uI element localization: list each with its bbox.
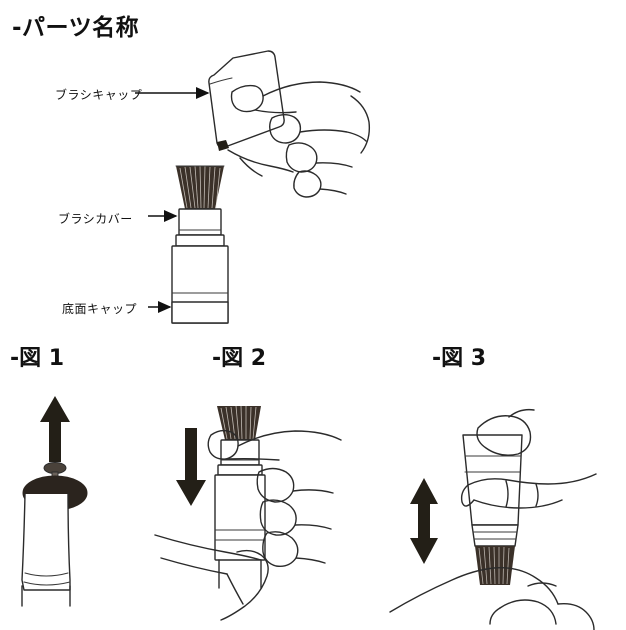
bottom-cap-icon: [171, 301, 229, 324]
arrow-up-down-icon: [410, 478, 438, 564]
figure-caption-1: -図 1: [10, 346, 65, 371]
brush-cover-icon: [471, 524, 519, 547]
arrow-down-icon: [176, 428, 206, 506]
figure-2-illustration: [154, 405, 342, 621]
figure-3-illustration: [389, 408, 597, 630]
callout-label-bottom-cap: 底面キャップ: [62, 302, 138, 316]
brush-cap-icon: [208, 50, 285, 151]
brush-bristles-icon: [475, 546, 515, 585]
hand-illustration: [154, 429, 342, 621]
figure-1-illustration: [21, 396, 88, 607]
hand-illustration: [389, 408, 597, 630]
page-title: -パーツ名称: [12, 15, 140, 41]
figure-caption-3: -図 3: [432, 346, 487, 371]
figure-caption-2: -図 2: [212, 346, 267, 371]
brush-bristles-icon: [217, 405, 261, 440]
parts-diagram-illustration: [135, 50, 371, 324]
callout-label-brush-cover: ブラシカバー: [58, 212, 133, 226]
barrel-icon: [21, 493, 71, 607]
brush-cover-icon: [175, 208, 225, 247]
arrow-up-icon: [40, 396, 70, 462]
brush-body-assembly: [171, 165, 229, 324]
hand-illustration: [227, 81, 371, 198]
barrel-icon: [462, 434, 523, 526]
callout-label-brush-cap: ブラシキャップ: [55, 88, 143, 102]
brush-bristles-icon: [175, 165, 225, 209]
barrel-icon: [214, 474, 266, 589]
